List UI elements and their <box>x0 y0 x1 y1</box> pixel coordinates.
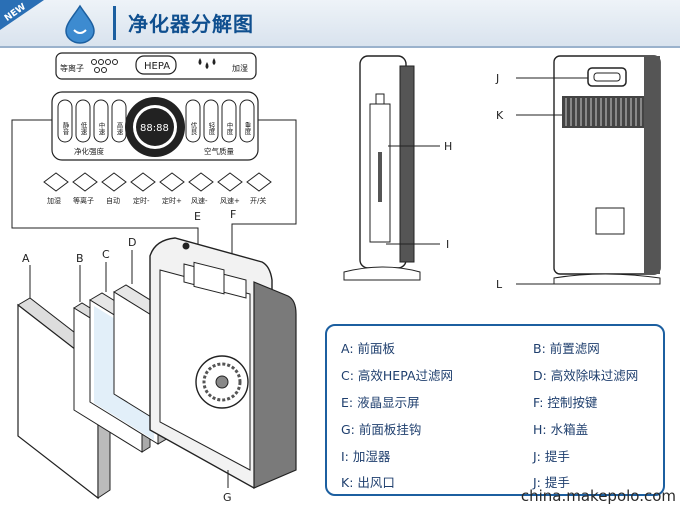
legend-item: E: 液晶显示屏 <box>341 395 420 410</box>
speed-mid: 中速 <box>97 121 105 137</box>
parts-legend: A: 前面板 B: 前置滤网 C: 高效HEPA过滤网 D: 高效除味过滤网 E… <box>325 324 665 496</box>
speed-indicators: 静音 低速 中速 高速 净化强度 <box>57 99 127 156</box>
key-humidify: 加湿 <box>47 196 61 205</box>
page-title: 净化器分解图 <box>128 12 254 36</box>
callout-g: G <box>223 491 232 504</box>
speed-silent: 静音 <box>61 121 69 137</box>
callout-j: J <box>495 72 499 85</box>
key-plasma: 等离子 <box>73 196 94 205</box>
control-keys: 加湿 等离子 自动 定时- 定时+ 风速- 风速+ 开/关 <box>43 172 272 205</box>
quality-good: 优良 <box>189 121 197 137</box>
key-power: 开/关 <box>250 196 266 205</box>
air-quality-indicators: 优良 轻度 中度 重度 空气质量 <box>185 99 255 156</box>
control-panel: 等离子 HEPA 加湿 静音 低速 中速 高速 净化强度 <box>43 52 272 205</box>
legend-item: J: 提手 <box>533 475 570 490</box>
key-timer-up: 定时+ <box>162 196 182 205</box>
legend-item: A: 前面板 <box>341 341 396 356</box>
speed-low: 低速 <box>79 121 87 137</box>
panel-label-plasma: 等离子 <box>60 63 84 73</box>
droplet-icon <box>65 4 95 44</box>
callout-l: L <box>496 278 503 291</box>
header-bar: NEW 净化器分解图 <box>0 0 680 48</box>
callout-i: I <box>446 238 449 251</box>
legend-item: F: 控制按键 <box>533 395 598 410</box>
callout-k: K <box>496 109 504 122</box>
main-body-part <box>149 237 297 489</box>
callout-b: B <box>76 252 84 265</box>
callout-a: A <box>22 252 30 265</box>
outlet-grille <box>565 98 642 126</box>
humidify-drops-icon <box>198 58 216 69</box>
side-view <box>343 55 421 281</box>
speed-high: 高速 <box>115 121 123 137</box>
quality-severe: 重度 <box>243 122 251 137</box>
quality-caption: 空气质量 <box>204 146 234 156</box>
legend-item: G: 前面板挂钩 <box>341 422 422 437</box>
plasma-icon <box>91 59 118 73</box>
exploded-diagram: 等离子 HEPA 加湿 静音 低速 中速 高速 净化强度 <box>11 52 661 504</box>
new-badge: NEW <box>0 0 44 30</box>
lcd-readout: 88:88 <box>140 123 169 134</box>
legend-item: K: 出风口 <box>341 475 395 490</box>
legend-item: B: 前置滤网 <box>533 341 600 356</box>
watermark: china.makepolo.com <box>520 487 676 505</box>
quality-moderate: 中度 <box>225 121 233 137</box>
legend-item: D: 高效除味过滤网 <box>533 368 639 383</box>
key-auto: 自动 <box>106 196 120 205</box>
legend-item: J: 提手 <box>533 449 570 464</box>
leader-lines <box>11 119 297 262</box>
legend-item: H: 水箱盖 <box>533 422 589 437</box>
callout-e: E <box>194 210 201 223</box>
legend-item: I: 加湿器 <box>341 449 391 464</box>
display-dial: 88:88 <box>125 97 185 157</box>
key-timer-down: 定时- <box>133 196 150 205</box>
back-view <box>553 55 661 285</box>
callout-h: H <box>444 140 452 153</box>
key-fan-down: 风速- <box>191 197 208 205</box>
callout-lines <box>386 77 604 285</box>
callout-d: D <box>128 236 136 249</box>
header-separator <box>113 6 116 40</box>
panel-label-hepa: HEPA <box>144 61 170 72</box>
callout-c: C <box>102 248 110 261</box>
speed-caption: 净化强度 <box>74 146 104 156</box>
key-fan-up: 风速+ <box>220 197 240 205</box>
panel-label-humidify: 加湿 <box>232 63 248 73</box>
quality-light: 轻度 <box>207 121 215 137</box>
legend-item: C: 高效HEPA过滤网 <box>341 368 453 383</box>
callout-f: F <box>230 208 236 221</box>
